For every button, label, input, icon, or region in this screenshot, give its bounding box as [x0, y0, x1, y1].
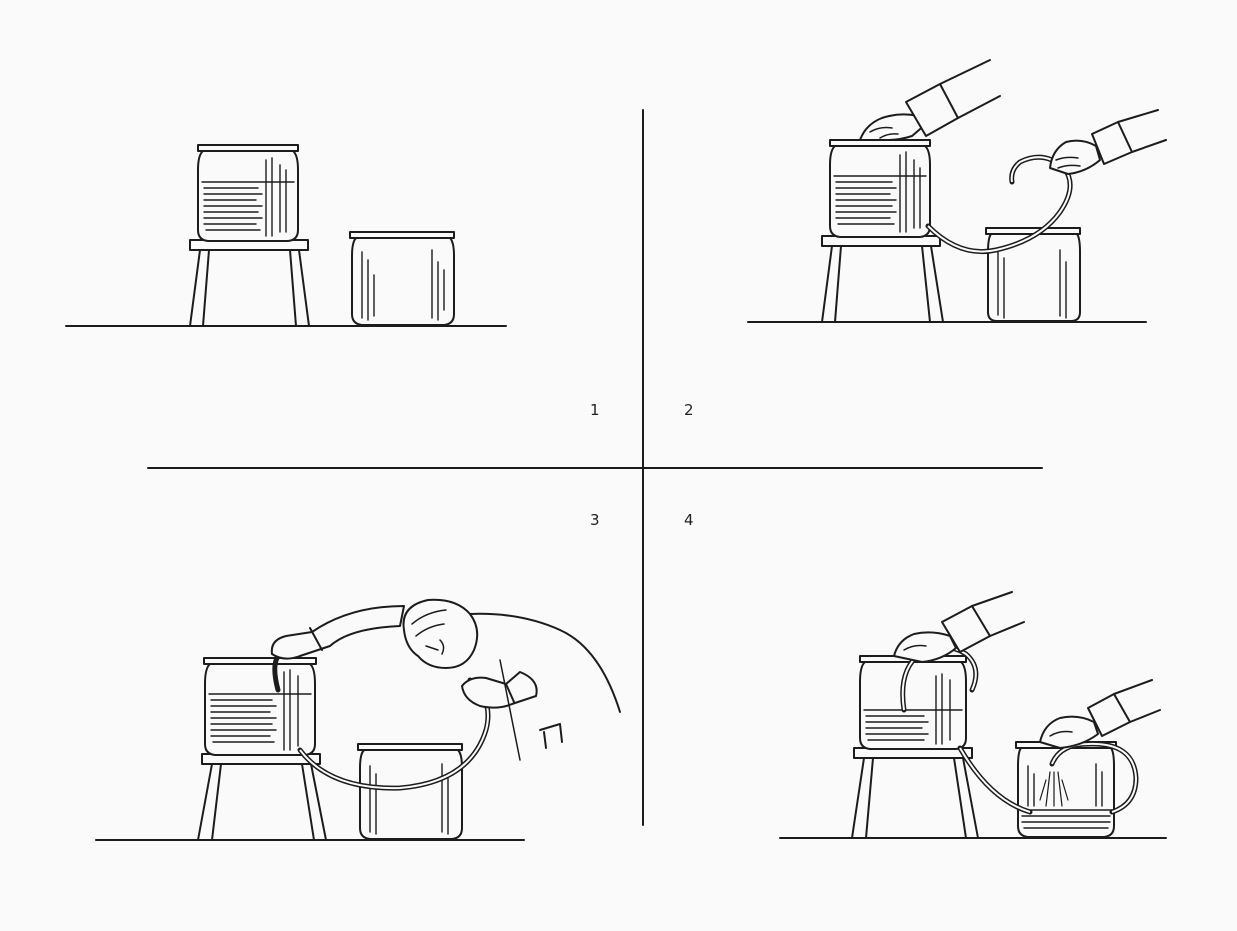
stool — [189, 239, 310, 327]
hand-holding-hose — [1039, 679, 1161, 749]
panel-number-2: 2 — [684, 401, 694, 419]
lower-jar — [357, 743, 463, 840]
upper-jar — [859, 655, 967, 750]
upper-jar — [829, 139, 931, 238]
panel-2 — [747, 59, 1167, 323]
stool — [197, 753, 327, 841]
panel-1 — [65, 144, 507, 327]
hand-holding-hose — [1049, 109, 1167, 175]
hand-on-lid — [859, 59, 1001, 141]
panel-number-4: 4 — [684, 511, 694, 529]
hand-on-upper-jar — [893, 591, 1025, 663]
lower-jar — [349, 231, 455, 326]
upper-jar — [203, 657, 317, 756]
stool — [851, 747, 979, 839]
water-stream — [1039, 771, 1069, 807]
stool — [821, 235, 944, 323]
lower-jar — [1015, 741, 1117, 838]
lower-jar — [985, 227, 1081, 322]
panel-number-1: 1 — [590, 401, 600, 419]
person-sucking-hose — [270, 598, 621, 761]
panel-3 — [95, 598, 621, 841]
panel-divider — [147, 109, 1043, 826]
panel-4 — [779, 591, 1167, 839]
upper-jar — [197, 144, 299, 242]
panel-number-3: 3 — [590, 511, 600, 529]
